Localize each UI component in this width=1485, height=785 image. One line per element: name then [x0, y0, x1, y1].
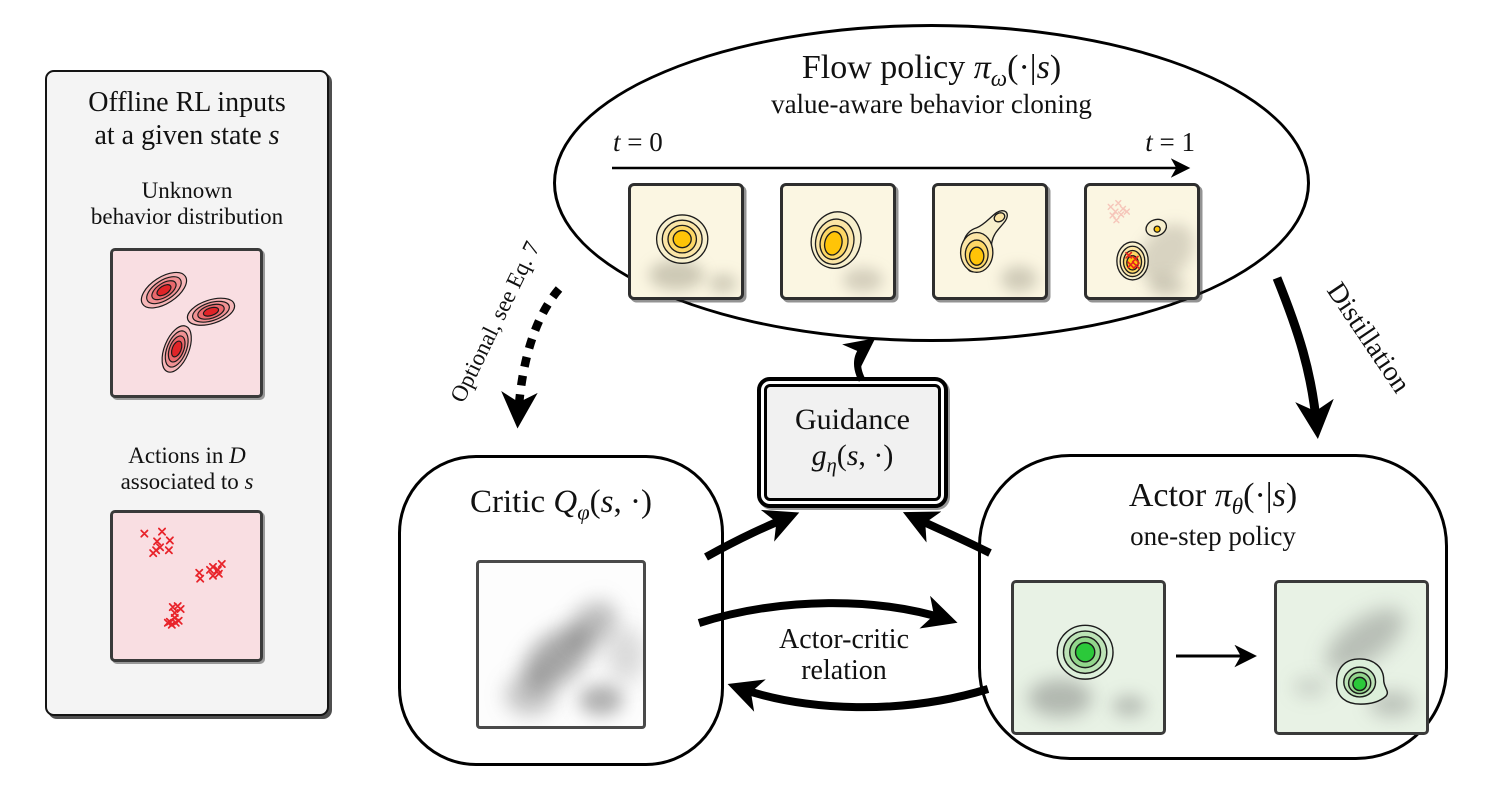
flow-policy-ellipse: Flow policy πω(·|s) value-aware behavior…	[553, 24, 1310, 342]
flow-contours-2	[810, 211, 862, 269]
flow-to-critic-dashed-arrow	[501, 286, 563, 429]
critic-value-image	[476, 560, 646, 729]
actions-scatter-plot	[110, 510, 263, 662]
guidance-box-inner: Guidance gη(s, ·)	[764, 384, 941, 501]
guidance-title: Guidance	[795, 402, 910, 436]
guidance-to-flow-arrow	[842, 338, 876, 382]
actor-contours-1	[1056, 624, 1114, 680]
actor-contours-2	[1335, 658, 1389, 705]
critic-to-actor-arrow	[697, 595, 958, 629]
actor-frame-1	[1011, 580, 1166, 735]
flow-policy-title: Flow policy πω(·|s)	[801, 49, 1062, 92]
actor-title: Actor πθ(·|s)	[1128, 477, 1298, 520]
actor-to-critic-arrow	[727, 679, 990, 712]
flow-policy-subtitle: value-aware behavior cloning	[771, 89, 1092, 119]
guidance-formula: gη(s, ·)	[811, 438, 894, 477]
flow-frame-4	[1084, 183, 1200, 300]
behavior-distribution-plot	[110, 248, 263, 398]
critic-box: Critic Qφ(s, ·)	[398, 455, 724, 766]
optional-eq7-label: Optional, see Eq. 7	[445, 237, 545, 407]
flow-contours-3	[959, 210, 1008, 273]
flow-frame-3	[932, 183, 1048, 300]
distillation-label: Distillation	[1320, 276, 1417, 399]
actor-subtitle: one-step policy	[1130, 521, 1296, 551]
actions-scatter-points	[140, 527, 226, 629]
flow-contours-4	[1107, 199, 1168, 281]
flow-frame-2	[780, 183, 896, 300]
actor-frame-2	[1274, 580, 1429, 735]
critic-title: Critic Qφ(s, ·)	[470, 484, 652, 525]
t0-label: t = 0	[613, 127, 663, 157]
flow-frame-1	[628, 183, 744, 300]
flow-contours-1	[655, 214, 709, 264]
behavior-contours	[140, 271, 236, 373]
actor-box: Actor πθ(·|s) one-step policy	[978, 454, 1448, 760]
t1-label: t = 1	[1145, 127, 1195, 157]
distillation-arrow	[1272, 276, 1334, 440]
guidance-box: Guidance gη(s, ·)	[757, 377, 948, 508]
